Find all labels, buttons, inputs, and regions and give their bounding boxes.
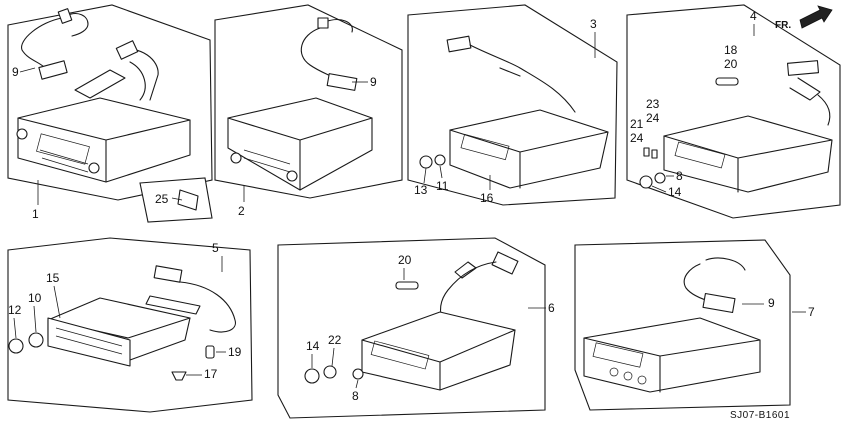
callout-1: 1 <box>32 207 39 221</box>
callout-5: 5 <box>212 241 219 255</box>
callout-15: 15 <box>46 271 60 285</box>
panel-6: 20 14 22 8 6 <box>277 237 555 419</box>
panel-5: 5 12 10 15 19 17 <box>7 237 253 413</box>
callout-16: 16 <box>480 191 494 205</box>
callout-19: 19 <box>228 345 242 359</box>
panel-4: FR. 18 20 23 24 21 24 8 14 4 <box>626 4 841 219</box>
panel-1: 9 1 <box>7 4 213 221</box>
panel-7: 9 7 SJ07-B1601 <box>574 239 815 421</box>
callout-11: 11 <box>436 179 449 193</box>
callout-21: 21 <box>630 117 644 131</box>
callout-18: 18 <box>724 43 738 57</box>
callout-20: 20 <box>724 57 738 71</box>
callout-8: 8 <box>352 389 359 403</box>
callout-14: 14 <box>668 185 682 199</box>
callout-25: 25 <box>155 192 169 206</box>
callout-9: 9 <box>370 75 377 89</box>
callout-14: 14 <box>306 339 320 353</box>
panel-2: 9 2 <box>214 4 403 218</box>
callout-23: 23 <box>646 97 660 111</box>
bracket-box: 25 <box>139 177 213 223</box>
callout-9: 9 <box>12 65 19 79</box>
callout-13: 13 <box>414 183 428 197</box>
fr-label: FR. <box>775 20 791 31</box>
callout-8: 8 <box>676 169 683 183</box>
callout-9: 9 <box>768 296 775 310</box>
callout-24: 24 <box>646 111 660 125</box>
fr-arrow-icon <box>799 5 833 29</box>
callout-6: 6 <box>548 301 555 315</box>
panel-3: 3 13 11 16 <box>407 4 618 206</box>
diagram-code: SJ07-B1601 <box>730 410 790 421</box>
callout-4: 4 <box>750 9 757 23</box>
callout-2: 2 <box>238 204 245 218</box>
callout-7: 7 <box>808 305 815 319</box>
callout-10: 10 <box>28 291 42 305</box>
callout-12: 12 <box>8 303 22 317</box>
callout-17: 17 <box>204 367 218 381</box>
callout-3: 3 <box>590 17 597 31</box>
callout-24b: 24 <box>630 131 644 145</box>
callout-22: 22 <box>328 333 342 347</box>
callout-20: 20 <box>398 253 412 267</box>
